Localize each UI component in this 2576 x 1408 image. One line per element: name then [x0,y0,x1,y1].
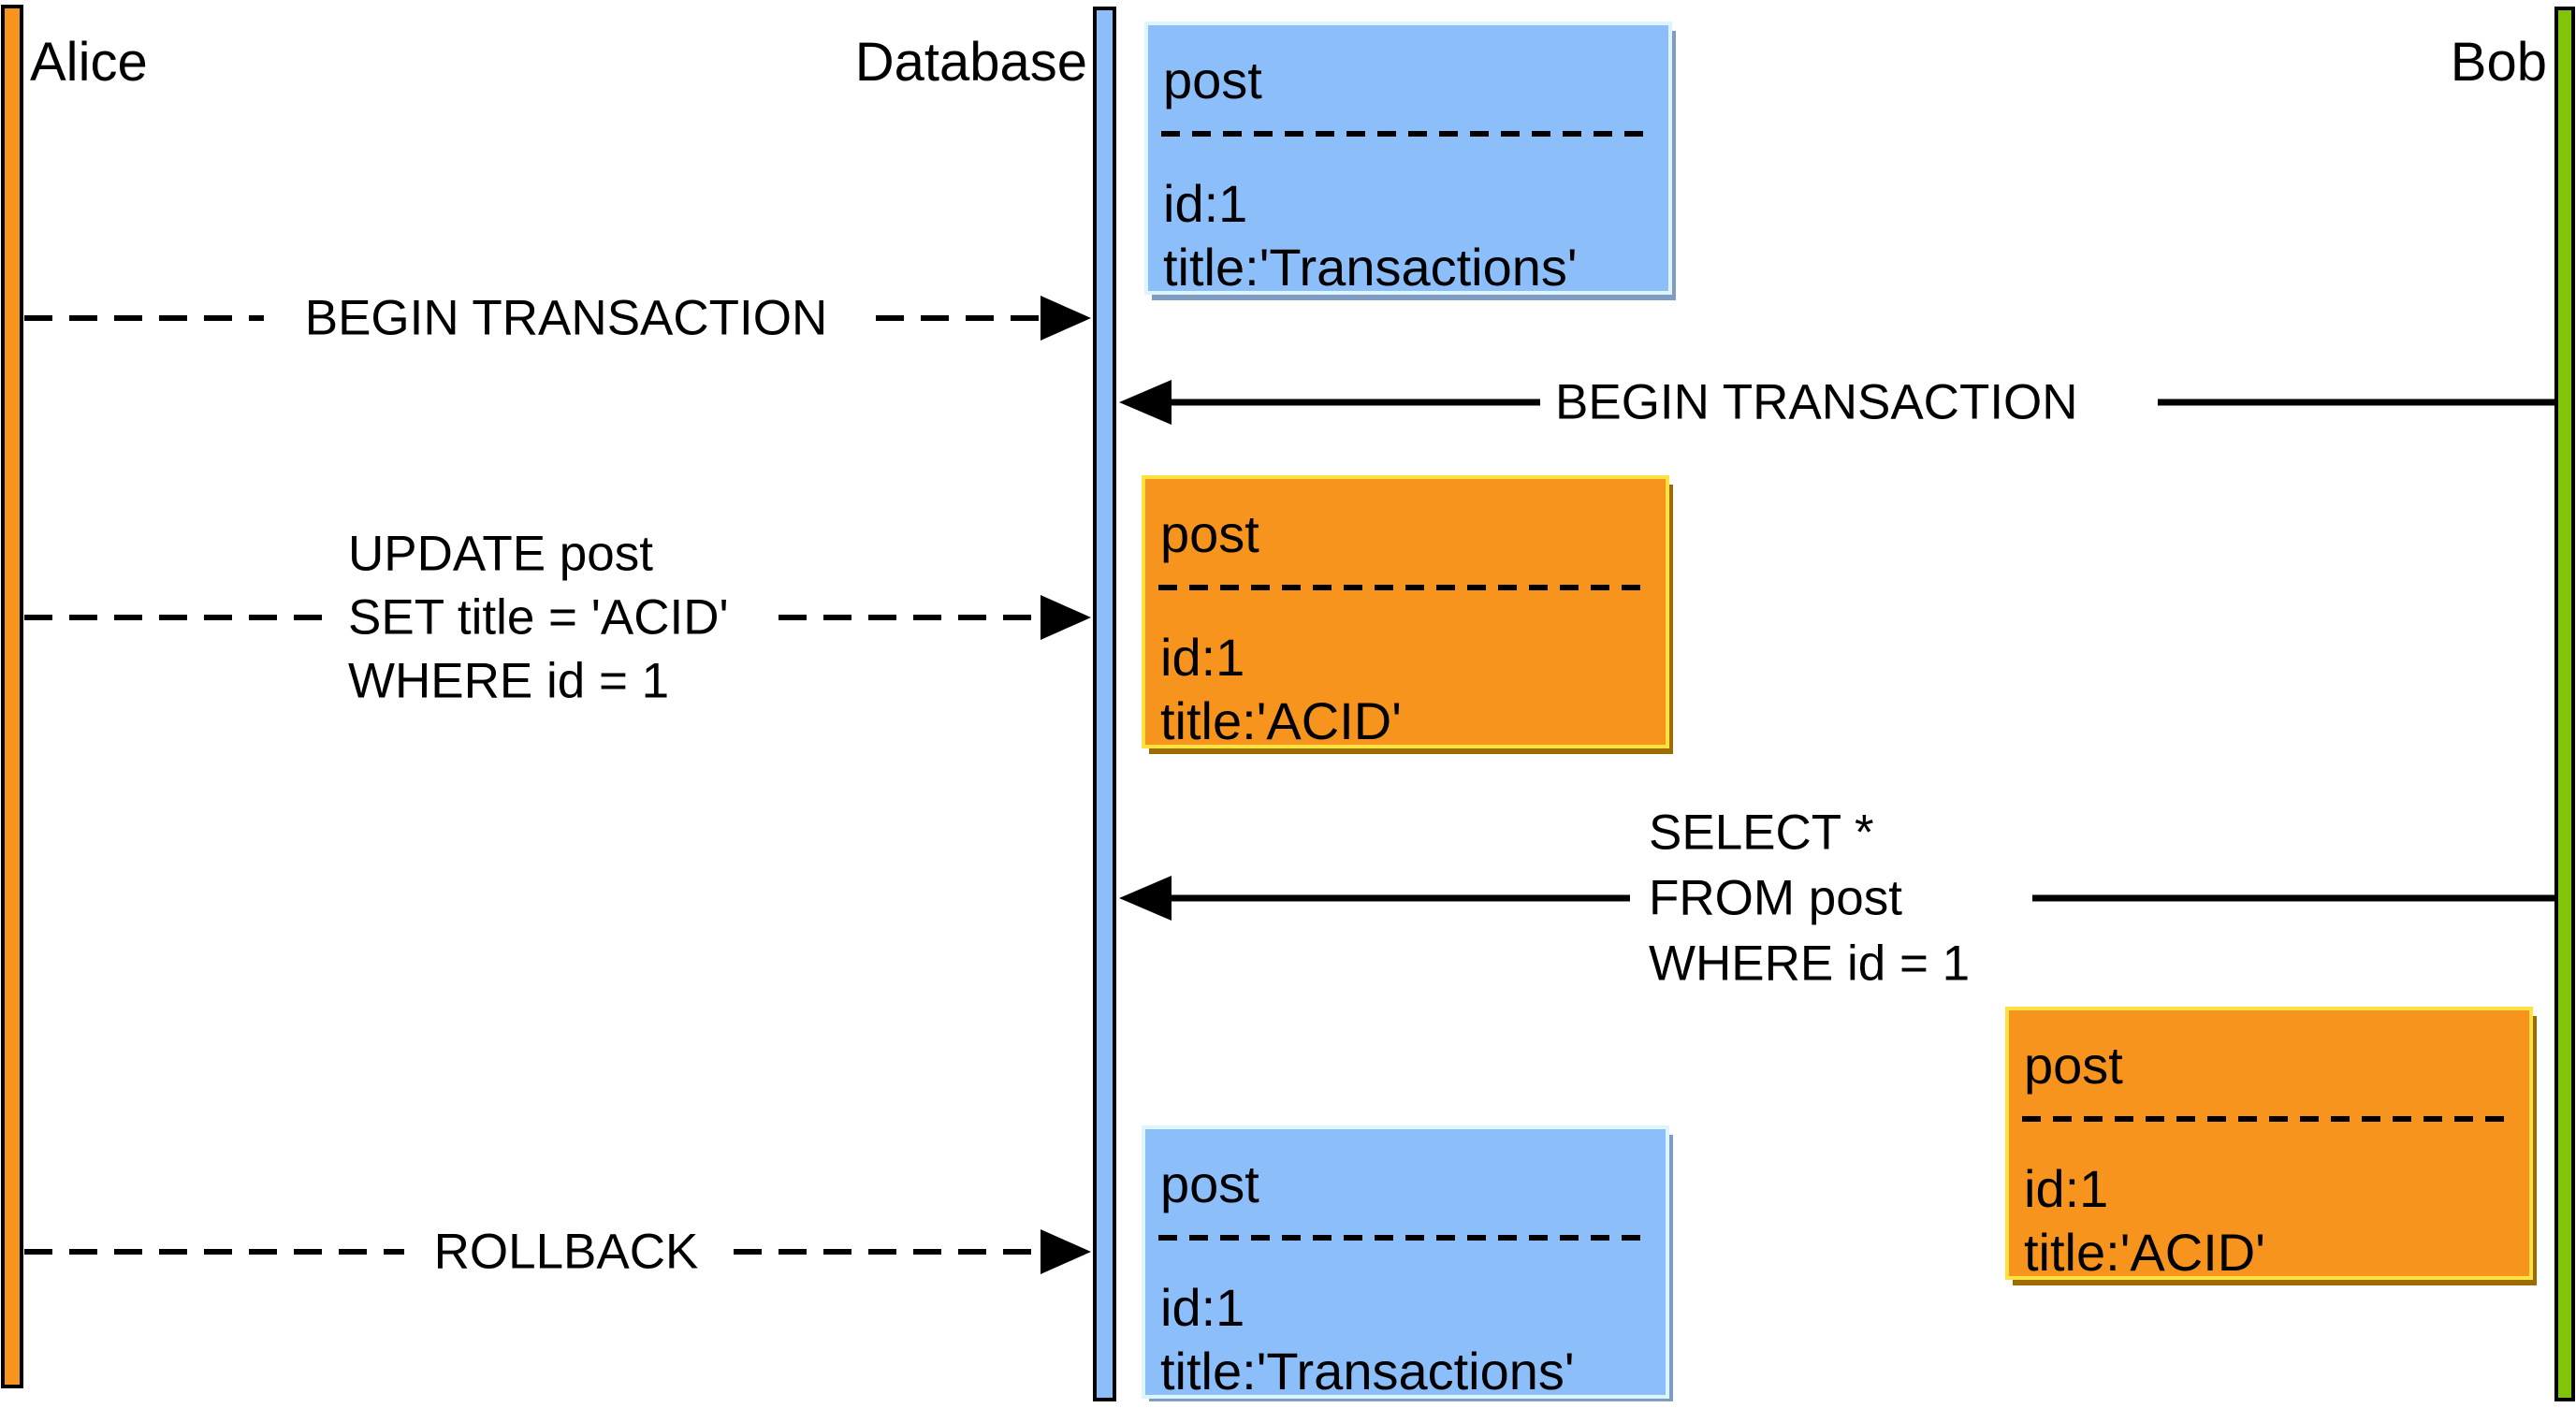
actor-label-database: Database [855,32,1087,93]
message-3-update-post: UPDATE post SET title = 'ACID' WHERE id … [24,527,1091,709]
bob-lifeline-bar [2554,7,2575,1401]
record-box-face [1142,1125,1669,1399]
message-label-line2: SET title = 'ACID' [348,590,729,646]
record-title: title:'Transactions' [1160,1342,1575,1401]
message-label-line3: WHERE id = 1 [348,654,669,709]
message-label: BEGIN TRANSACTION [305,291,828,346]
record-table-name: post [2024,1036,2123,1095]
record-id: id:1 [1160,1278,1244,1337]
message-label-line2: FROM post [1649,871,1902,926]
record-table-name: post [1163,51,1262,109]
record-box-acid-middle: post id:1 title:'ACID' [1142,475,1673,754]
arrowhead-left-icon [1119,380,1172,425]
record-id: id:1 [2024,1159,2108,1218]
lifeline-alice: Alice [1,5,148,1388]
message-label-line1: UPDATE post [348,527,653,582]
actor-label-bob: Bob [2451,32,2547,93]
record-table-name: post [1160,1154,1259,1213]
lifeline-bob: Bob [2451,7,2575,1401]
record-title: title:'ACID' [1160,691,1402,750]
record-box-face [2005,1007,2533,1280]
arrowhead-right-icon [1041,1229,1091,1274]
record-title: title:'ACID' [2024,1223,2265,1282]
record-id: id:1 [1163,174,1247,233]
record-box-acid-bob: post id:1 title:'ACID' [2005,1007,2537,1285]
message-5-rollback: ROLLBACK [24,1225,1091,1280]
record-box-transactions-bottom: post id:1 title:'Transactions' [1142,1125,1673,1401]
record-table-name: post [1160,504,1259,563]
database-lifeline-bar [1093,7,1116,1401]
message-1-begin-transaction: BEGIN TRANSACTION [24,291,1091,346]
message-4-select-post: SELECT * FROM post WHERE id = 1 [1119,806,2556,992]
record-box-face [1142,475,1669,748]
message-label: ROLLBACK [434,1225,699,1280]
alice-lifeline-bar [1,5,23,1388]
lifeline-database: Database [855,7,1116,1401]
actor-label-alice: Alice [30,32,148,93]
record-box-face [1144,22,1672,295]
arrowhead-right-icon [1041,296,1091,341]
arrowhead-left-icon [1119,876,1172,921]
message-2-begin-transaction: BEGIN TRANSACTION [1119,375,2556,430]
record-id: id:1 [1160,628,1244,687]
arrowhead-right-icon [1041,595,1091,640]
message-label-line3: WHERE id = 1 [1649,936,1970,992]
message-label-line1: SELECT * [1649,806,1874,861]
record-title: title:'Transactions' [1163,238,1578,297]
message-label: BEGIN TRANSACTION [1555,375,2078,430]
record-box-transactions-top: post id:1 title:'Transactions' [1144,22,1676,300]
